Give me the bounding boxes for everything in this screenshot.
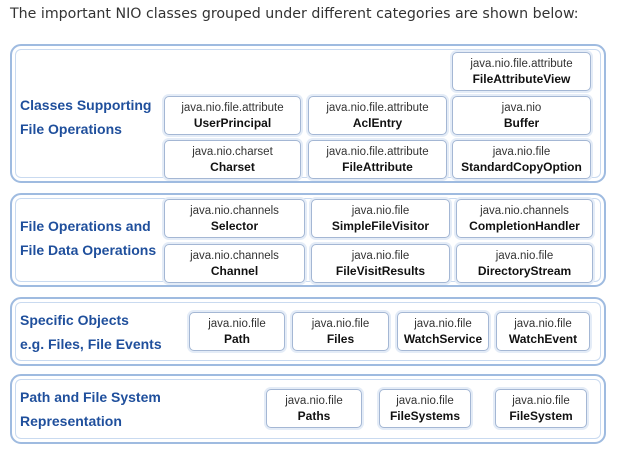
class-name: Channel [210,263,259,278]
class-name: Selector [210,218,259,233]
class-name: WatchEvent [508,331,578,346]
class-box-file-systems: java.nio.file FileSystems [379,389,471,428]
category-label-line2: File Operations [20,121,122,137]
category-label-line2: e.g. Files, File Events [20,336,162,352]
category-label-line1: Specific Objects [20,312,129,328]
class-name: Paths [297,408,331,423]
class-box-paths: java.nio.file Paths [266,389,362,428]
package-name: java.nio.file [351,249,410,262]
category-label: Path and File System Representation [20,385,161,433]
class-box-completion-handler: java.nio.channels CompletionHandler [456,199,593,238]
class-box-watch-service: java.nio.file WatchService [397,312,489,351]
class-box-channel: java.nio.channels Channel [164,244,305,283]
package-name: java.nio.file [492,145,551,158]
package-name: java.nio.file.attribute [470,57,573,70]
package-name: java.nio.file [512,394,570,407]
package-name: java.nio.channels [480,204,569,217]
class-box-path: java.nio.file Path [189,312,285,351]
category-label: Specific Objects e.g. Files, File Events [20,308,162,356]
package-name: java.nio.channels [190,249,279,262]
class-name: FileSystem [509,408,573,423]
package-name: java.nio.file [396,394,454,407]
class-name: Charset [210,159,255,174]
category-label-line2: Representation [20,413,122,429]
class-box-simple-file-visitor: java.nio.file SimpleFileVisitor [311,199,450,238]
package-name: java.nio.file.attribute [326,145,429,158]
category-label-line1: Classes Supporting [20,97,152,113]
class-name: Path [223,331,250,346]
class-name: WatchService [403,331,483,346]
class-box-acl-entry: java.nio.file.attribute AclEntry [308,96,447,135]
class-name: CompletionHandler [469,218,580,233]
class-name: StandardCopyOption [461,159,582,174]
package-name: java.nio.file.attribute [181,101,284,114]
class-name: AclEntry [352,115,403,130]
category-label-line2: File Data Operations [20,242,157,258]
class-box-user-principal: java.nio.file.attribute UserPrincipal [164,96,301,135]
class-name: FileSystems [389,408,461,423]
package-name: java.nio.file [285,394,343,407]
package-name: java.nio.file [514,317,572,330]
package-name: java.nio.file [495,249,554,262]
category-label-line1: Path and File System [20,389,161,405]
package-name: java.nio.file.attribute [326,101,429,114]
class-box-file-system: java.nio.file FileSystem [495,389,587,428]
class-name: FileVisitResults [335,263,426,278]
category-label-line1: File Operations and [20,218,151,234]
class-box-buffer: java.nio Buffer [452,96,591,135]
class-box-file-attribute-view: java.nio.file.attribute FileAttributeVie… [452,52,591,91]
class-box-charset: java.nio.charset Charset [164,140,301,179]
class-name: Buffer [503,115,540,130]
package-name: java.nio.charset [192,145,273,158]
package-name: java.nio.file [414,317,472,330]
package-name: java.nio.channels [190,204,279,217]
class-box-files: java.nio.file Files [292,312,389,351]
category-label: File Operations and File Data Operations [20,214,156,262]
category-label: Classes Supporting File Operations [20,93,151,141]
class-name: SimpleFileVisitor [331,218,430,233]
class-box-standard-copy-option: java.nio.file StandardCopyOption [452,140,591,179]
package-name: java.nio.file [311,317,370,330]
class-box-watch-event: java.nio.file WatchEvent [496,312,590,351]
class-name: FileAttribute [342,159,413,174]
package-name: java.nio.file [351,204,410,217]
class-box-file-visit-results: java.nio.file FileVisitResults [311,244,450,283]
class-name: UserPrincipal [193,115,272,130]
class-box-directory-stream: java.nio.file DirectoryStream [456,244,593,283]
class-name: Files [326,331,355,346]
package-name: java.nio [501,101,542,114]
intro-text: The important NIO classes grouped under … [10,6,579,22]
package-name: java.nio.file [208,317,266,330]
class-name: DirectoryStream [477,263,572,278]
class-box-file-attribute: java.nio.file.attribute FileAttribute [308,140,447,179]
class-name: FileAttributeView [472,71,571,86]
class-box-selector: java.nio.channels Selector [164,199,305,238]
